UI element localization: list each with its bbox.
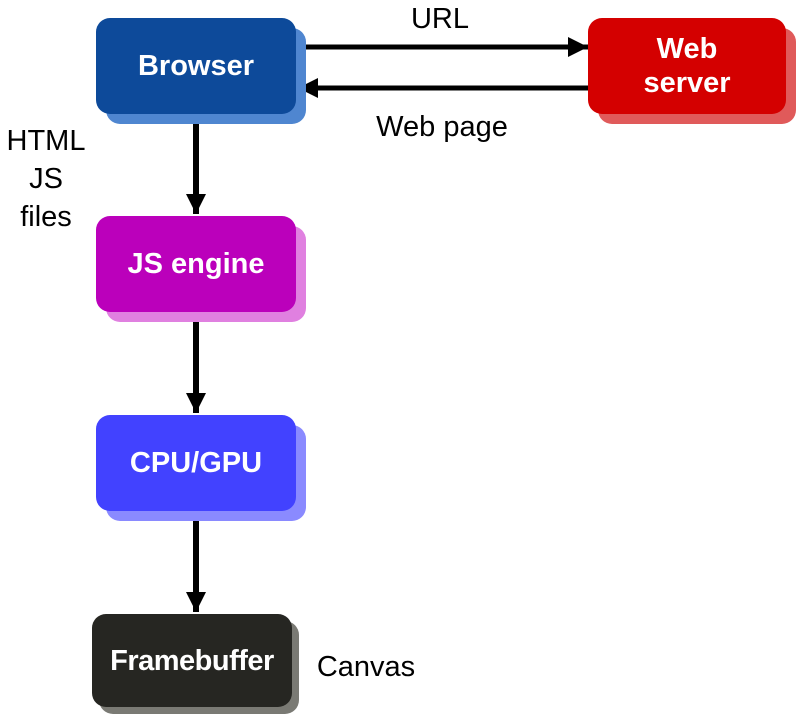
web-server-node: Web server <box>588 18 796 124</box>
browser-node: Browser <box>96 18 306 124</box>
url-label: URL <box>410 3 469 35</box>
framebuffer-node-face: Framebuffer <box>92 614 292 707</box>
web-server-node-face: Web server <box>588 18 786 114</box>
js-engine-node: JS engine <box>96 216 306 322</box>
cpu-gpu-node: CPU/GPU <box>96 415 306 521</box>
browser-node-face: Browser <box>96 18 296 114</box>
cpu-gpu-node-face: CPU/GPU <box>96 415 296 511</box>
js-engine-label: JS engine <box>127 248 265 280</box>
cpu-gpu-label: CPU/GPU <box>129 447 263 479</box>
web-server-label: Web server <box>643 33 731 99</box>
js-engine-node-face: JS engine <box>96 216 296 312</box>
web-page-label: Web page <box>376 111 508 143</box>
html-js-files-label: HTML JS files <box>6 125 86 233</box>
framebuffer-node: Framebuffer <box>92 614 299 714</box>
canvas-label: Canvas <box>316 651 416 683</box>
browser-label: Browser <box>137 50 255 82</box>
framebuffer-label: Framebuffer <box>110 644 274 677</box>
